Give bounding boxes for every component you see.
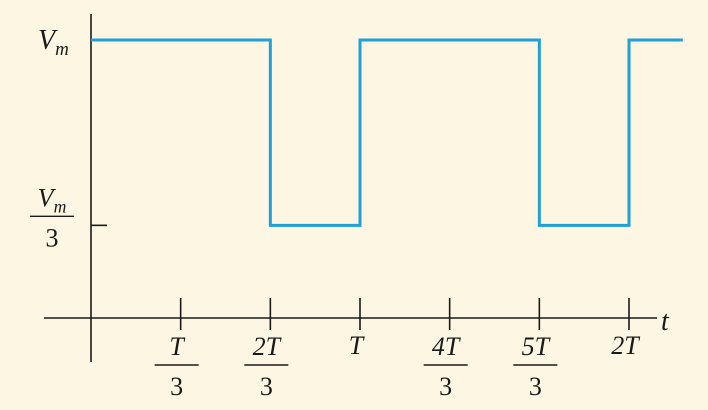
x-tick-label-0: T3 (154, 332, 199, 401)
x-tick-label-1: 2T3 (244, 332, 289, 401)
y-tick-label-1-numerator: Vm (38, 183, 67, 216)
x-tick-label-4: 5T3 (513, 332, 558, 401)
y-tick-label-1-denominator: 3 (46, 223, 59, 252)
y-tick-label-1-numerator-subscript: m (54, 196, 67, 216)
axes: t (44, 14, 670, 362)
x-tick-label-4-numerator: 5T (522, 332, 551, 361)
x-tick-label-2: T (349, 331, 365, 360)
y-tick-label-0: Vm (38, 25, 69, 60)
x-tick-label-3-numerator: 4T (432, 332, 461, 361)
tick-marks (91, 224, 630, 330)
x-axis-label: t (661, 306, 670, 337)
x-tick-label-5: 2T (611, 331, 640, 360)
x-tick-label-3-denominator: 3 (439, 372, 452, 401)
series (90, 38, 683, 227)
x-tick-label-1-numerator: 2T (253, 332, 282, 361)
x-tick-label-4-denominator: 3 (529, 372, 542, 401)
x-tick-label-1-denominator: 3 (260, 372, 273, 401)
waveform-line (91, 38, 683, 227)
x-tick-label-0-numerator: T (169, 332, 185, 361)
y-tick-label-1: Vm 3 (30, 183, 74, 252)
x-tick-label-3: 4T3 (423, 332, 468, 401)
y-tick-label-0-subscript: m (55, 39, 69, 60)
x-tick-label-0-denominator: 3 (170, 372, 183, 401)
